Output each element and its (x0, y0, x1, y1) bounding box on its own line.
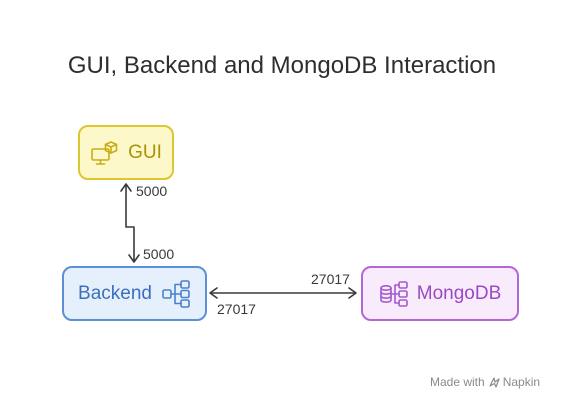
backend-label: Backend (78, 282, 152, 304)
credit-prefix: Made with (430, 375, 485, 389)
gui-label: GUI (128, 141, 162, 163)
credit-brand: Napkin (502, 375, 541, 389)
backend-edge-label-right: 27017 (217, 301, 256, 317)
backend-edge-label-top: 5000 (143, 246, 175, 262)
backend-side-arrowhead (209, 287, 218, 299)
network-icon (162, 279, 190, 308)
napkin-logo-icon (489, 376, 500, 388)
gui-node[interactable]: GUI (78, 125, 174, 180)
monitor-cube-icon (91, 140, 118, 165)
gui-edge-label: 5000 (136, 183, 168, 199)
mongodb-side-arrowhead (348, 287, 357, 299)
mongodb-label: MongoDB (416, 282, 502, 304)
mongodb-node[interactable]: MongoDB (361, 266, 519, 321)
backend-arrowhead (128, 254, 140, 263)
backend-node[interactable]: Backend (62, 266, 207, 321)
database-icon (379, 280, 408, 307)
mongodb-edge-label: 27017 (311, 271, 350, 287)
napkin-credit[interactable]: Made with Napkin (430, 375, 540, 389)
gui-arrowhead (120, 183, 132, 192)
diagram-title: GUI, Backend and MongoDB Interaction (67, 52, 497, 79)
gui-backend-connector (125, 185, 135, 261)
